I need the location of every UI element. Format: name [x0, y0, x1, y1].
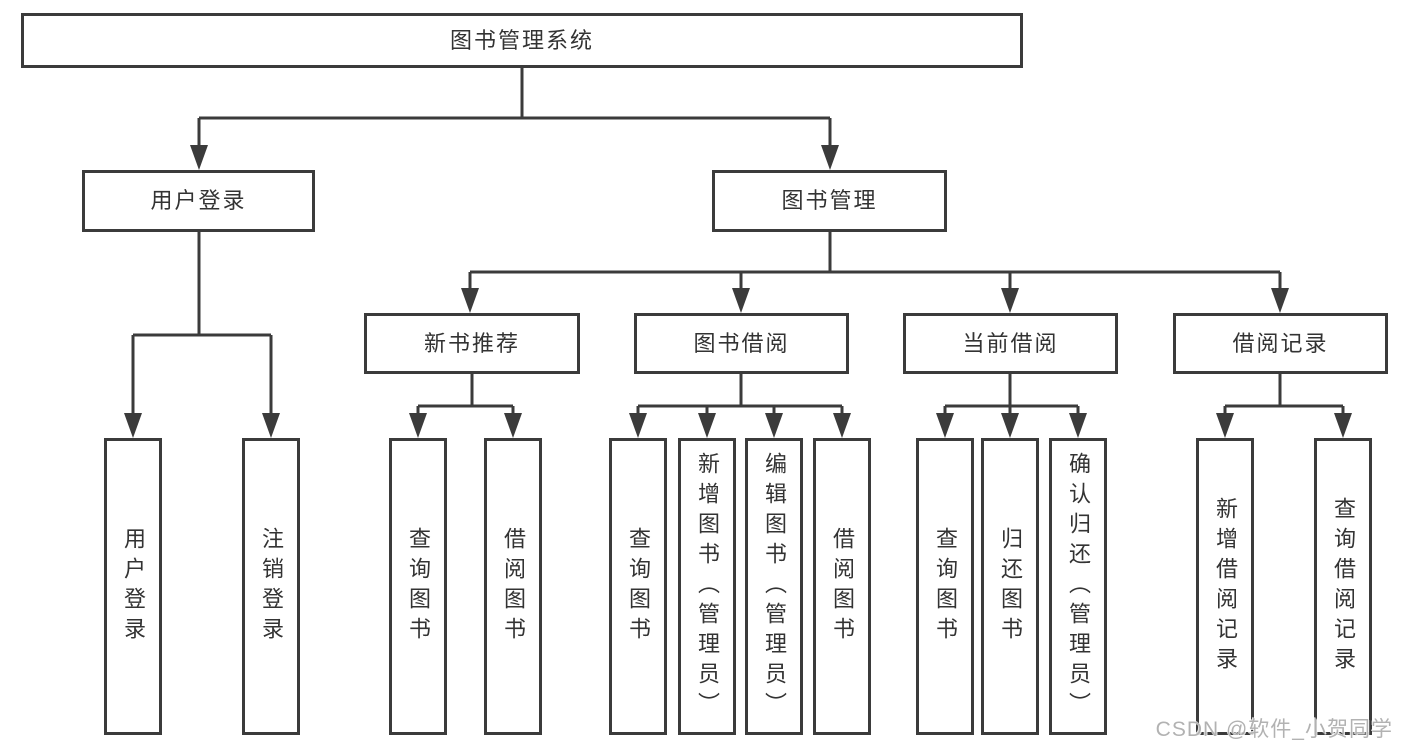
connector-records-to-leaves	[1216, 374, 1352, 438]
connector-mgmt-to-level3	[461, 232, 1289, 313]
leaf-borrow-query-book: 查询图书	[609, 438, 667, 735]
leaf-records-add-borrow-record: 新增借阅记录	[1196, 438, 1254, 735]
node-library-management-system: 图书管理系统	[21, 13, 1023, 68]
leaf-recommend-query-book: 查询图书	[389, 438, 447, 735]
leaf-user-login: 用户登录	[104, 438, 162, 735]
leaf-records-query-borrow-record: 查询借阅记录	[1314, 438, 1372, 735]
node-borrow-records: 借阅记录	[1173, 313, 1388, 374]
leaf-borrow-edit-book-admin: 编辑图书（管理员）	[745, 438, 803, 735]
leaf-borrow-add-book-admin: 新增图书（管理员）	[678, 438, 736, 735]
leaf-current-return-book: 归还图书	[981, 438, 1039, 735]
leaf-recommend-borrow-book: 借阅图书	[484, 438, 542, 735]
connector-current-to-leaves	[936, 374, 1087, 438]
leaf-borrow-borrow-book: 借阅图书	[813, 438, 871, 735]
leaf-logout-login: 注销登录	[242, 438, 300, 735]
connector-borrow-to-leaves	[629, 374, 851, 438]
node-current-borrow: 当前借阅	[903, 313, 1118, 374]
node-new-book-recommend: 新书推荐	[364, 313, 580, 374]
connector-recommend-to-leaves	[409, 374, 522, 438]
node-user-login: 用户登录	[82, 170, 315, 232]
node-book-borrow: 图书借阅	[634, 313, 849, 374]
node-book-management: 图书管理	[712, 170, 947, 232]
connector-root-to-level2	[190, 68, 839, 170]
connector-login-to-leaves	[124, 232, 280, 438]
csdn-watermark: CSDN @软件_小贺同学	[1155, 718, 1393, 741]
leaf-current-confirm-return-admin: 确认归还（管理员）	[1049, 438, 1107, 735]
leaf-current-query-book: 查询图书	[916, 438, 974, 735]
